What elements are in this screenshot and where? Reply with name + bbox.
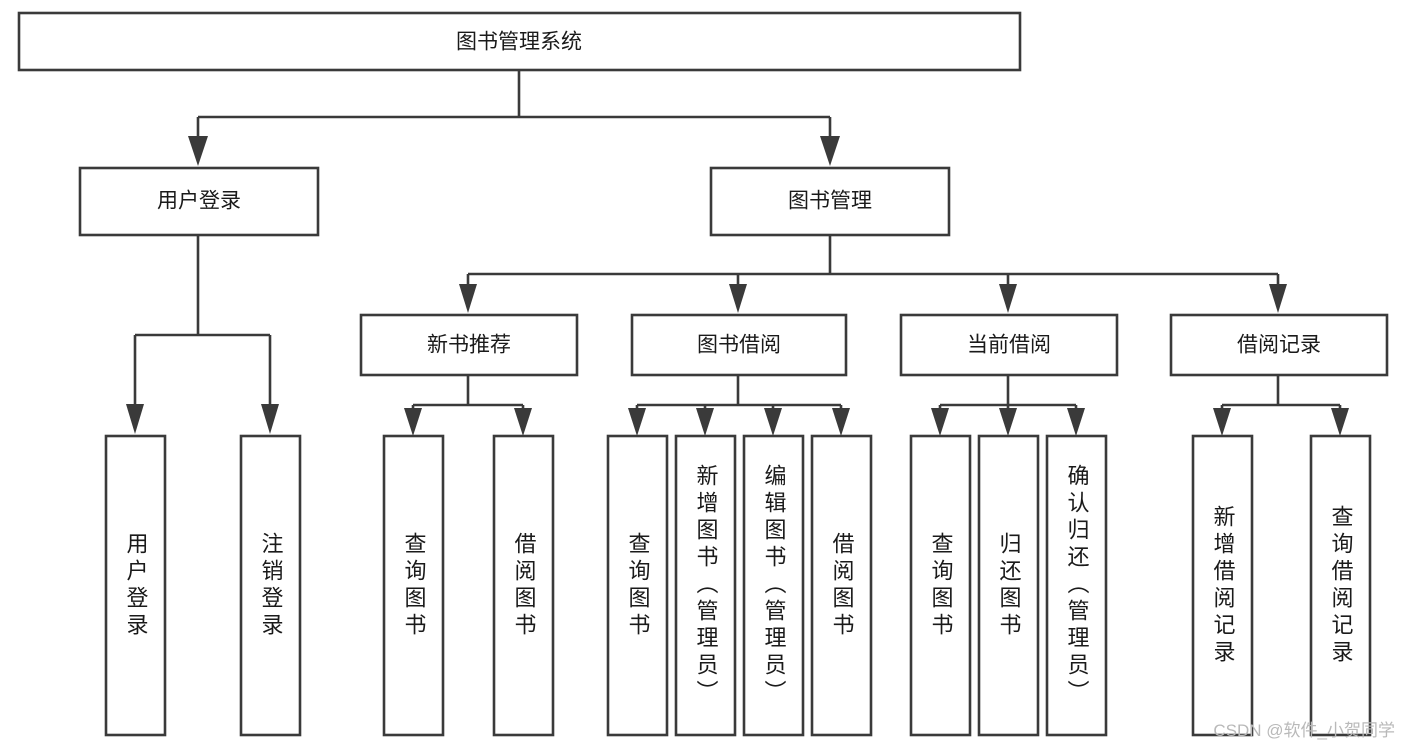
node-box-current-borrow[interactable] <box>899 313 1119 377</box>
node-label-book-borrow: 图书借阅 <box>697 334 781 357</box>
node-label-book-management: 图书管理 <box>788 190 872 213</box>
arrow-head-icon <box>729 284 747 313</box>
node-box-leaf-12[interactable] <box>1309 434 1372 737</box>
node-box-leaf-5[interactable] <box>674 434 737 737</box>
node-box-borrow-record[interactable] <box>1169 313 1389 377</box>
arrow-head-icon <box>696 408 714 436</box>
arrow-head-icon <box>404 408 422 436</box>
connector-group-current-borrow <box>931 375 1085 436</box>
arrow-head-icon <box>999 408 1017 436</box>
node-box-book-borrow[interactable] <box>630 313 848 377</box>
arrow-head-icon <box>628 408 646 436</box>
arrow-head-icon <box>188 136 208 166</box>
node-box-new-book-recommend[interactable] <box>359 313 579 377</box>
arrow-head-icon <box>1331 408 1349 436</box>
node-new-book-recommend[interactable]: 新书推荐 <box>359 313 579 377</box>
node-user-login[interactable]: 用户登录 <box>78 166 320 237</box>
connector-group-root <box>188 70 840 166</box>
arrow-head-icon <box>261 404 279 434</box>
node-label-current-borrow: 当前借阅 <box>967 334 1051 357</box>
arrow-head-icon <box>126 404 144 434</box>
node-book-borrow[interactable]: 图书借阅 <box>630 313 848 377</box>
connector-group-book-manage <box>459 235 1287 313</box>
arrow-head-icon <box>764 408 782 436</box>
arrow-head-icon <box>1213 408 1231 436</box>
arrow-head-icon <box>999 284 1017 313</box>
node-borrow-record[interactable]: 借阅记录 <box>1169 313 1389 377</box>
node-label-user-login: 用户登录 <box>157 190 241 213</box>
node-label-borrow-record: 借阅记录 <box>1237 334 1321 357</box>
connector-group-book-borrow <box>628 375 850 436</box>
node-box-leaf-3[interactable] <box>492 434 555 737</box>
arrow-head-icon <box>1269 284 1287 313</box>
node-box-leaf-4[interactable] <box>606 434 669 737</box>
node-box-leaf-11[interactable] <box>1191 434 1254 737</box>
arrow-head-icon <box>1067 408 1085 436</box>
leaf-node-group <box>104 434 1372 737</box>
node-box-leaf-6[interactable] <box>742 434 805 737</box>
connector-group-user-login <box>126 235 279 434</box>
node-box-leaf-1[interactable] <box>239 434 302 737</box>
node-book-management[interactable]: 图书管理 <box>709 166 951 237</box>
connector-group-borrow-record <box>1213 375 1349 436</box>
arrow-head-icon <box>931 408 949 436</box>
connector-group-new-book <box>404 375 532 436</box>
node-label-new-book-recommend: 新书推荐 <box>427 334 511 357</box>
node-box-user-login[interactable] <box>78 166 320 237</box>
node-box-book-management[interactable] <box>709 166 951 237</box>
arrow-head-icon <box>514 408 532 436</box>
arrow-head-icon <box>820 136 840 166</box>
node-box-leaf-9[interactable] <box>977 434 1040 737</box>
node-box-leaf-10[interactable] <box>1045 434 1108 737</box>
node-box-leaf-2[interactable] <box>382 434 445 737</box>
arrow-head-icon <box>459 284 477 313</box>
node-label-root: 图书管理系统 <box>456 31 582 54</box>
arrow-head-icon <box>832 408 850 436</box>
node-box-leaf-7[interactable] <box>810 434 873 737</box>
node-root-system[interactable]: 图书管理系统 <box>17 11 1022 72</box>
node-box-leaf-8[interactable] <box>909 434 972 737</box>
node-current-borrow[interactable]: 当前借阅 <box>899 313 1119 377</box>
node-box-leaf-0[interactable] <box>104 434 167 737</box>
node-box-root[interactable] <box>17 11 1022 72</box>
